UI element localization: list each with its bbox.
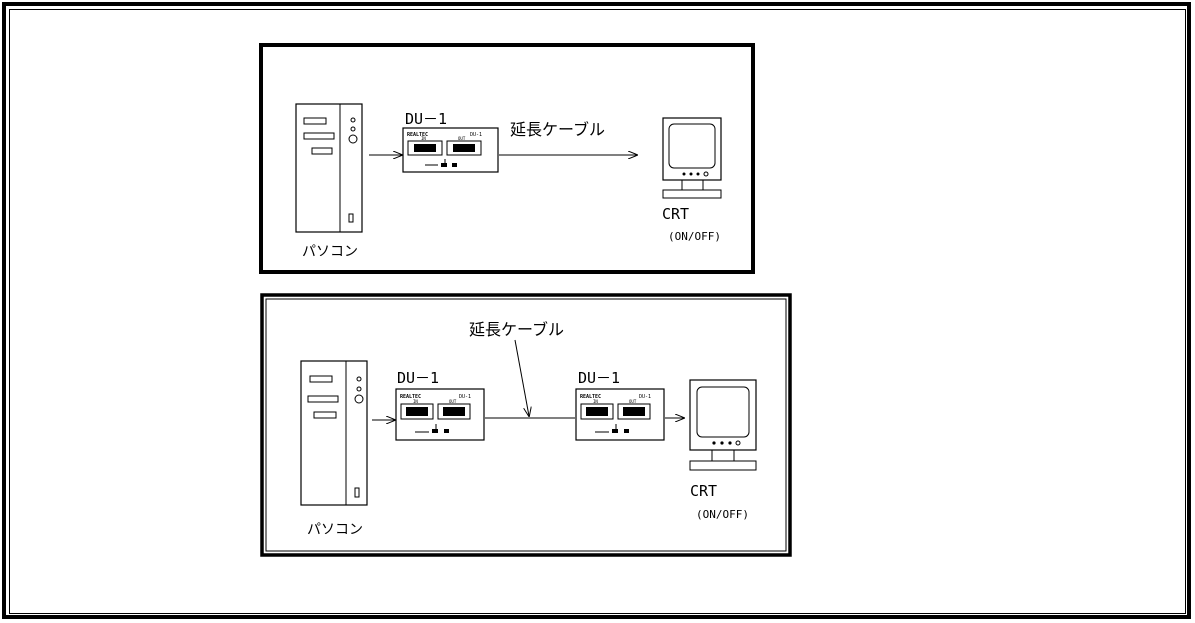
cable-pointer-arrow <box>514 339 529 416</box>
diagram-top-border <box>259 43 755 274</box>
pc-label: パソコン <box>307 522 363 538</box>
svg-text:DU-1: DU-1 <box>459 394 471 400</box>
crt-monitor-icon <box>662 117 722 199</box>
du-unit-left-icon: REALTEC DU-1 IN OUT <box>395 388 485 441</box>
svg-text:OUT: OUT <box>629 399 637 404</box>
diagram-top: パソコン DU－1 REALTEC DU-1 IN OUT 延長ケーブル <box>259 43 755 274</box>
du-left-label: DU－1 <box>397 369 439 387</box>
svg-text:IN: IN <box>413 399 418 404</box>
inner-frame <box>9 9 1186 614</box>
diagram-bottom-border <box>260 293 792 557</box>
svg-text:DU-1: DU-1 <box>470 132 482 138</box>
svg-text:OUT: OUT <box>449 399 457 404</box>
svg-text:REALTEC: REALTEC <box>407 132 428 138</box>
crt-mode-label: (ON/OFF) <box>696 508 749 521</box>
pc-label: パソコン <box>302 244 358 260</box>
diagram-bottom-inner-border <box>265 298 787 552</box>
du-unit-right-icon: REALTEC DU-1 IN OUT <box>575 388 665 441</box>
svg-text:IN: IN <box>421 136 426 141</box>
svg-text:DU-1: DU-1 <box>639 394 651 400</box>
crt-monitor-icon <box>689 379 757 471</box>
du-unit-icon: REALTEC DU-1 IN OUT <box>402 127 499 173</box>
crt-label: CRT <box>690 482 717 500</box>
cable-label: 延長ケーブル <box>469 320 564 339</box>
cable-label: 延長ケーブル <box>510 120 605 139</box>
crt-label: CRT <box>662 205 689 223</box>
du-right-label: DU－1 <box>578 369 620 387</box>
svg-text:REALTEC: REALTEC <box>580 394 601 400</box>
pc-tower-icon <box>295 103 363 233</box>
svg-text:REALTEC: REALTEC <box>400 394 421 400</box>
crt-mode-label: (ON/OFF) <box>668 230 721 243</box>
svg-text:IN: IN <box>593 399 598 404</box>
diagram-bottom: パソコン DU－1 REALTEC DU-1 IN OUT 延長ケーブル DU－… <box>260 293 792 557</box>
svg-text:OUT: OUT <box>458 136 466 141</box>
pc-tower-icon <box>300 360 368 506</box>
du-label: DU－1 <box>405 110 447 128</box>
